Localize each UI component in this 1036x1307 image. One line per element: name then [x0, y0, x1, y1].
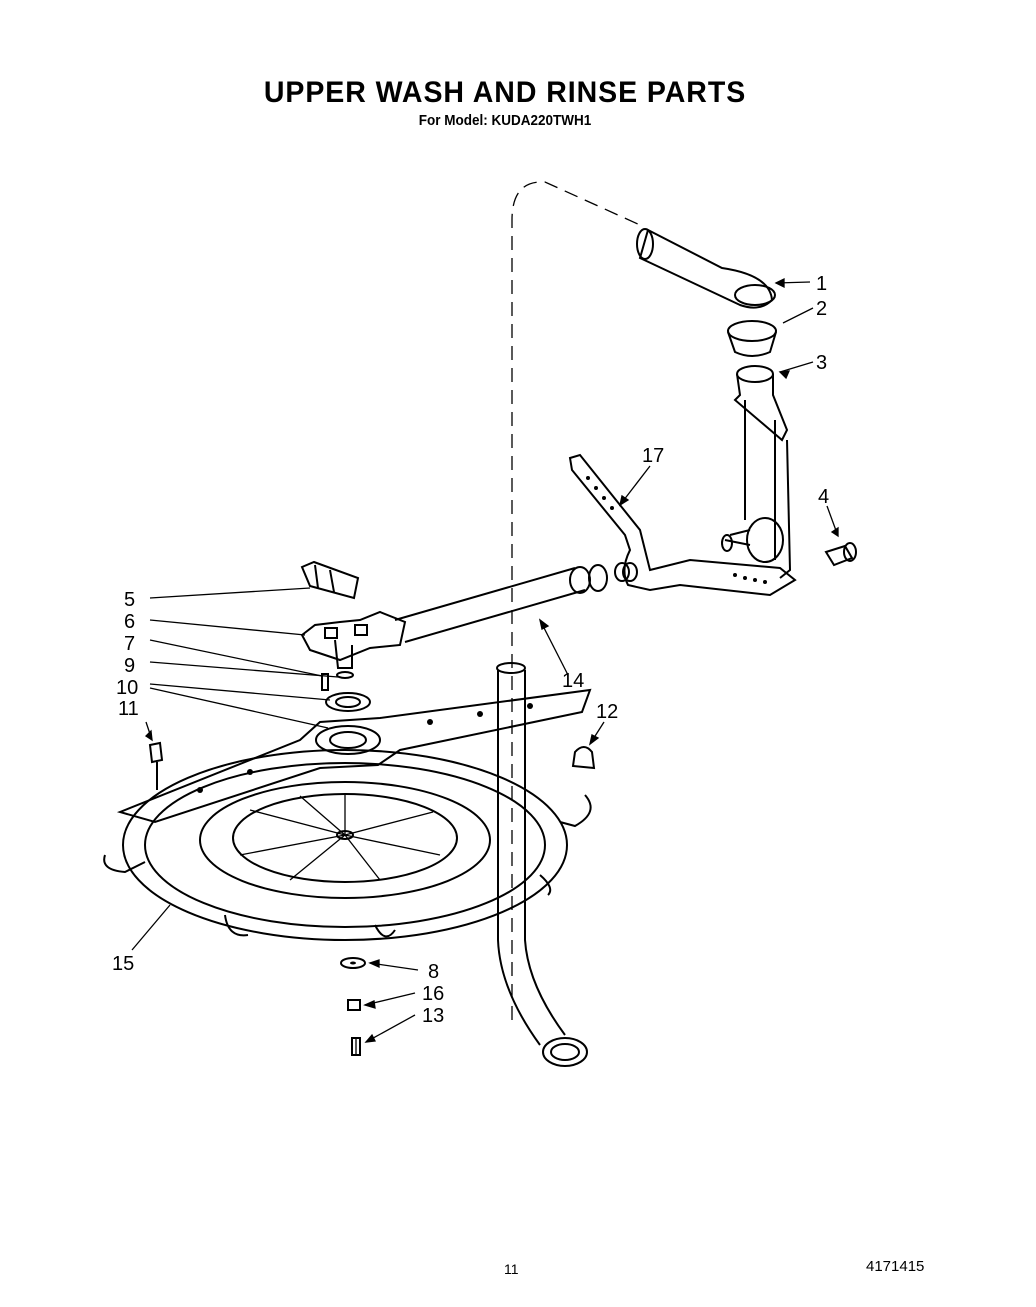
page-number: 11: [504, 1261, 519, 1277]
callout-6: 6: [124, 611, 135, 633]
part-1-hose-elbow: [636, 228, 776, 309]
callout-4: 4: [818, 486, 829, 508]
center-supply-pipe: [496, 662, 588, 1067]
part-2-seal: [727, 320, 777, 357]
callout-10: 10: [116, 677, 138, 699]
part-14-conduit: [394, 562, 638, 643]
part-3-riser-tube: [721, 365, 792, 579]
document-number: 4171415: [866, 1258, 925, 1275]
part-10-bearing: [325, 692, 371, 712]
part-13-screw: [351, 1037, 361, 1056]
callout-15: 15: [112, 953, 134, 975]
callout-labels: 1 2 3 4 5 6 7 9 10 11 17 14 12 15 8 16 1…: [112, 273, 829, 1027]
callout-8: 8: [428, 961, 439, 983]
part-15-rack-wheel: [103, 749, 592, 941]
part-6-manifold: [300, 610, 407, 669]
callout-2: 2: [816, 298, 827, 320]
callout-17: 17: [642, 445, 664, 467]
callout-3: 3: [816, 352, 827, 374]
callout-1: 1: [816, 273, 827, 295]
callout-13: 13: [422, 1005, 444, 1027]
part-5-cap: [300, 560, 360, 600]
part-9-washer: [336, 671, 354, 679]
part-16-nut: [347, 999, 361, 1011]
part-17-bracket: [568, 453, 797, 597]
page-title: UPPER WASH AND RINSE PARTS: [263, 76, 747, 109]
leader-lines: [131, 277, 839, 1043]
callout-12: 12: [596, 701, 618, 723]
callout-14: 14: [562, 670, 584, 692]
callout-9: 9: [124, 655, 135, 677]
callout-7: 7: [124, 633, 135, 655]
model-subtitle: For Model: KUDA220TWH1: [418, 112, 592, 129]
part-4-plug: [824, 542, 857, 567]
callout-5: 5: [124, 589, 135, 611]
part-7-screw: [321, 673, 329, 691]
tub-outline: [511, 181, 641, 1020]
callout-16: 16: [422, 983, 444, 1005]
callout-11: 11: [118, 698, 139, 720]
part-8-washer: [340, 957, 366, 969]
part-11-clip: [148, 741, 164, 790]
part-12-clip: [571, 746, 596, 770]
